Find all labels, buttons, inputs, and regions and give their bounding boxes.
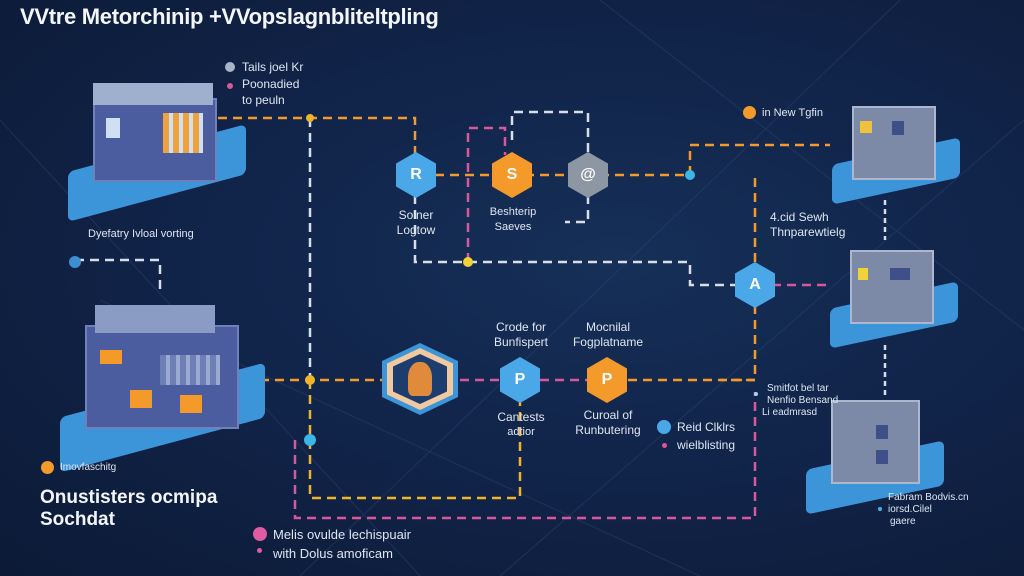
bottom-left-heading-2: Sochdat [40, 509, 115, 530]
modial-node[interactable]: P [587, 357, 627, 403]
building-mid-right [830, 240, 958, 350]
link-red-loop [466, 126, 507, 262]
right-a-node[interactable]: A [735, 262, 775, 308]
modial-bottom-2: Runbutering [575, 423, 641, 437]
bootstrip-label-2: Saeves [494, 221, 532, 233]
solver-icon: R [410, 166, 422, 183]
gray-node[interactable]: @ [568, 152, 608, 198]
solver-label-2: Logtow [396, 223, 436, 237]
bootstrip-label-1: Beshterip [489, 206, 537, 218]
link-mid-down [308, 380, 522, 500]
modial-icon: P [601, 371, 613, 388]
building-bottom-right [806, 390, 944, 515]
right-mid-label-1: Smitfot bel tar [767, 383, 829, 394]
link-solver-loop [413, 195, 740, 287]
right-mid-label-2: Nenfio Bensand [767, 395, 839, 406]
legend-dot-pink [227, 83, 233, 89]
legend-dot-orange [743, 106, 756, 119]
bootstrip-icon: S [506, 166, 518, 183]
right-a-icon: A [749, 276, 761, 293]
hub-figure-icon [408, 362, 432, 396]
crode-icon: P [514, 371, 526, 388]
junction-dot [304, 434, 316, 446]
building-top-right [832, 96, 960, 206]
modial-label-2: Fogplatname [572, 335, 644, 349]
bottom-right-label-3: gaere [890, 516, 916, 527]
link-top-main [218, 116, 417, 175]
junction-dot [463, 257, 473, 267]
junction-dot [685, 170, 695, 180]
crode-label-1: Crode for [495, 320, 547, 334]
legend-item-1: Tails joel Kr [242, 60, 304, 74]
solver-label-1: Solner [398, 208, 434, 222]
reid-dot-pink [662, 443, 667, 448]
crode-bottom-2: adtior [507, 426, 535, 438]
bottom-right-dot [878, 507, 882, 511]
junction-dot [69, 256, 81, 268]
link-left-dashed [75, 258, 162, 290]
bottom-left-heading-1: Onustisters ocmipa [40, 487, 218, 508]
grid-search-label-1: 4.cid Sewh [770, 210, 829, 224]
right-mid-dot [754, 392, 758, 396]
link-gray-down [565, 195, 590, 224]
bottom-center-label-2: with Dolus amoficam [273, 546, 393, 561]
building-top-left [68, 78, 246, 222]
reid-label-2: wielblisting [677, 438, 736, 452]
legend-top-right: in New Tgfin [762, 107, 823, 119]
link-top-horizontal [435, 143, 830, 177]
right-mid-label-3: Li eadmrasd [762, 407, 818, 418]
bottom-right-label-2: iorsd.Cilel [888, 504, 932, 515]
legend-item-2-line1: Poonadied [242, 77, 300, 91]
legend-dot-gray [225, 62, 235, 72]
reid-label-1: Reid Clklrs [677, 420, 736, 434]
page-title: VVtre Metorchinip +VVopslagnbliteltpling [20, 4, 439, 29]
junction-dot [305, 375, 315, 385]
modial-bottom-1: Curoal of [583, 408, 633, 422]
dyefatry-label: Dyefatry Ivloal vorting [88, 228, 194, 240]
grid-search-label-2: Thnparewtielg [770, 225, 846, 239]
crode-label-2: Bunfispert [493, 335, 549, 349]
legend-item-2-line2: to peuln [242, 93, 285, 107]
link-bottom-pink [293, 392, 757, 520]
reid-dot-blue [657, 420, 671, 434]
junction-dot [306, 114, 314, 122]
bottom-left-small-label: Imovfaschitg [60, 462, 117, 473]
bottom-center-dot-pink [253, 527, 267, 541]
gray-node-icon: @ [580, 166, 596, 183]
link-gray-loop [510, 110, 590, 155]
bottom-center-label-1: Melis ovulde lechispuair [273, 527, 412, 542]
bottom-center-dot-small [257, 548, 262, 553]
bottom-left-dot-orange [41, 461, 54, 474]
bottom-right-label-1: Fabram Bodvis.cn [888, 492, 969, 503]
crode-bottom-1: Cantests [497, 410, 545, 424]
modial-label-1: Mocnilal [585, 320, 630, 334]
building-mid-left [60, 295, 265, 473]
